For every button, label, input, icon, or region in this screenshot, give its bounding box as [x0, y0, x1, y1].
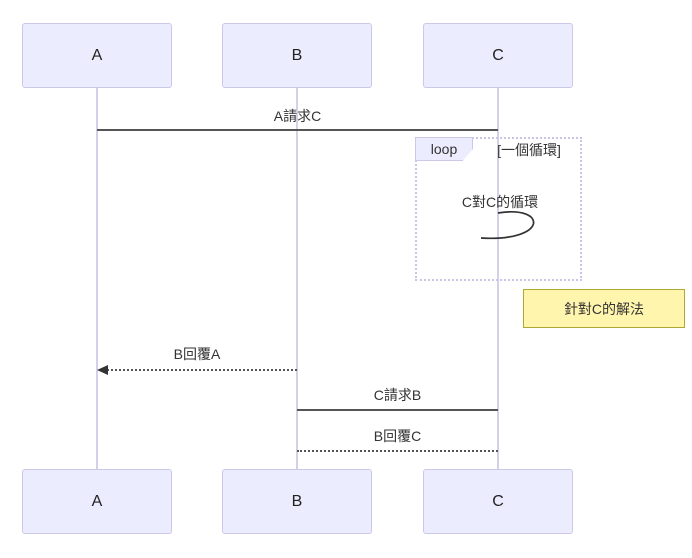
message-line-a-to-c: [97, 129, 498, 131]
message-label-c-to-b: C請求B: [373, 387, 422, 403]
self-loop-curve-icon: [480, 211, 535, 240]
loop-condition: [一個循環]: [497, 142, 561, 158]
message-label-b-to-c: B回覆C: [373, 428, 422, 444]
actor-a-bottom: A: [22, 469, 172, 534]
message-line-c-to-b: [297, 409, 498, 411]
message-label-b-to-a: B回覆A: [173, 346, 221, 362]
actor-c-top: C: [423, 23, 573, 88]
loop-frame: [415, 137, 582, 281]
message-label-a-to-c: A請求C: [273, 108, 322, 124]
actor-b-label-bottom: B: [291, 492, 303, 510]
actor-a-top: A: [22, 23, 172, 88]
note-text: 針對C的解法: [563, 300, 645, 317]
message-label-c-self: C對C的循環: [461, 194, 539, 210]
note-box: 針對C的解法: [523, 289, 685, 328]
actor-c-label: C: [492, 46, 504, 64]
actor-c-label-bottom: C: [492, 492, 504, 510]
loop-label-tag: loop: [415, 137, 473, 161]
arrowhead-left-icon: [97, 365, 108, 375]
loop-label: loop: [430, 141, 458, 157]
actor-a-label-bottom: A: [91, 492, 103, 510]
actor-a-label: A: [91, 46, 103, 64]
lifeline-c: [497, 88, 499, 469]
actor-b-bottom: B: [222, 469, 372, 534]
lifeline-a: [96, 88, 98, 469]
actor-c-bottom: C: [423, 469, 573, 534]
lifeline-b: [296, 88, 298, 469]
actor-b-label: B: [291, 46, 303, 64]
message-line-b-to-a: [100, 369, 297, 371]
message-line-b-to-c: [297, 450, 498, 452]
actor-b-top: B: [222, 23, 372, 88]
